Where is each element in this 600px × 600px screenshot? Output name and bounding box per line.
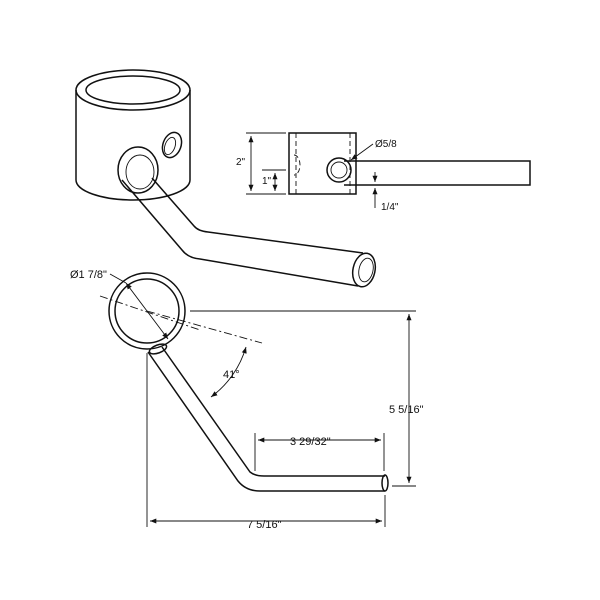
side-hole: [326, 157, 352, 183]
dim-arm-length-label: 3 29/32": [290, 436, 331, 448]
side-tube: [344, 160, 531, 186]
top-post: [108, 272, 186, 350]
dim-depth-label: 5 5/16": [389, 404, 424, 416]
dim-hole-diameter-label: Ø5/8: [375, 139, 397, 150]
isometric-view: [75, 69, 377, 288]
side-view: 2" 1" Ø5/8 1/4": [236, 132, 531, 213]
dim-overall-width-label: 7 5/16": [247, 519, 282, 531]
dim-hole-height-label: 1": [262, 176, 272, 187]
dim-height-label: 2": [236, 157, 246, 168]
dim-angle-label: 41°: [223, 369, 240, 381]
iso-post: [75, 69, 191, 201]
dim-post-diameter-label: Ø1 7/8": [70, 269, 107, 281]
dim-offset-label: 1/4": [381, 202, 399, 213]
iso-arm: [117, 146, 377, 288]
side-block: [288, 132, 357, 195]
top-view: Ø1 7/8" 41° 3 29/32" 5 5/16" 7 5/16": [70, 269, 424, 531]
top-arm: [147, 343, 389, 492]
